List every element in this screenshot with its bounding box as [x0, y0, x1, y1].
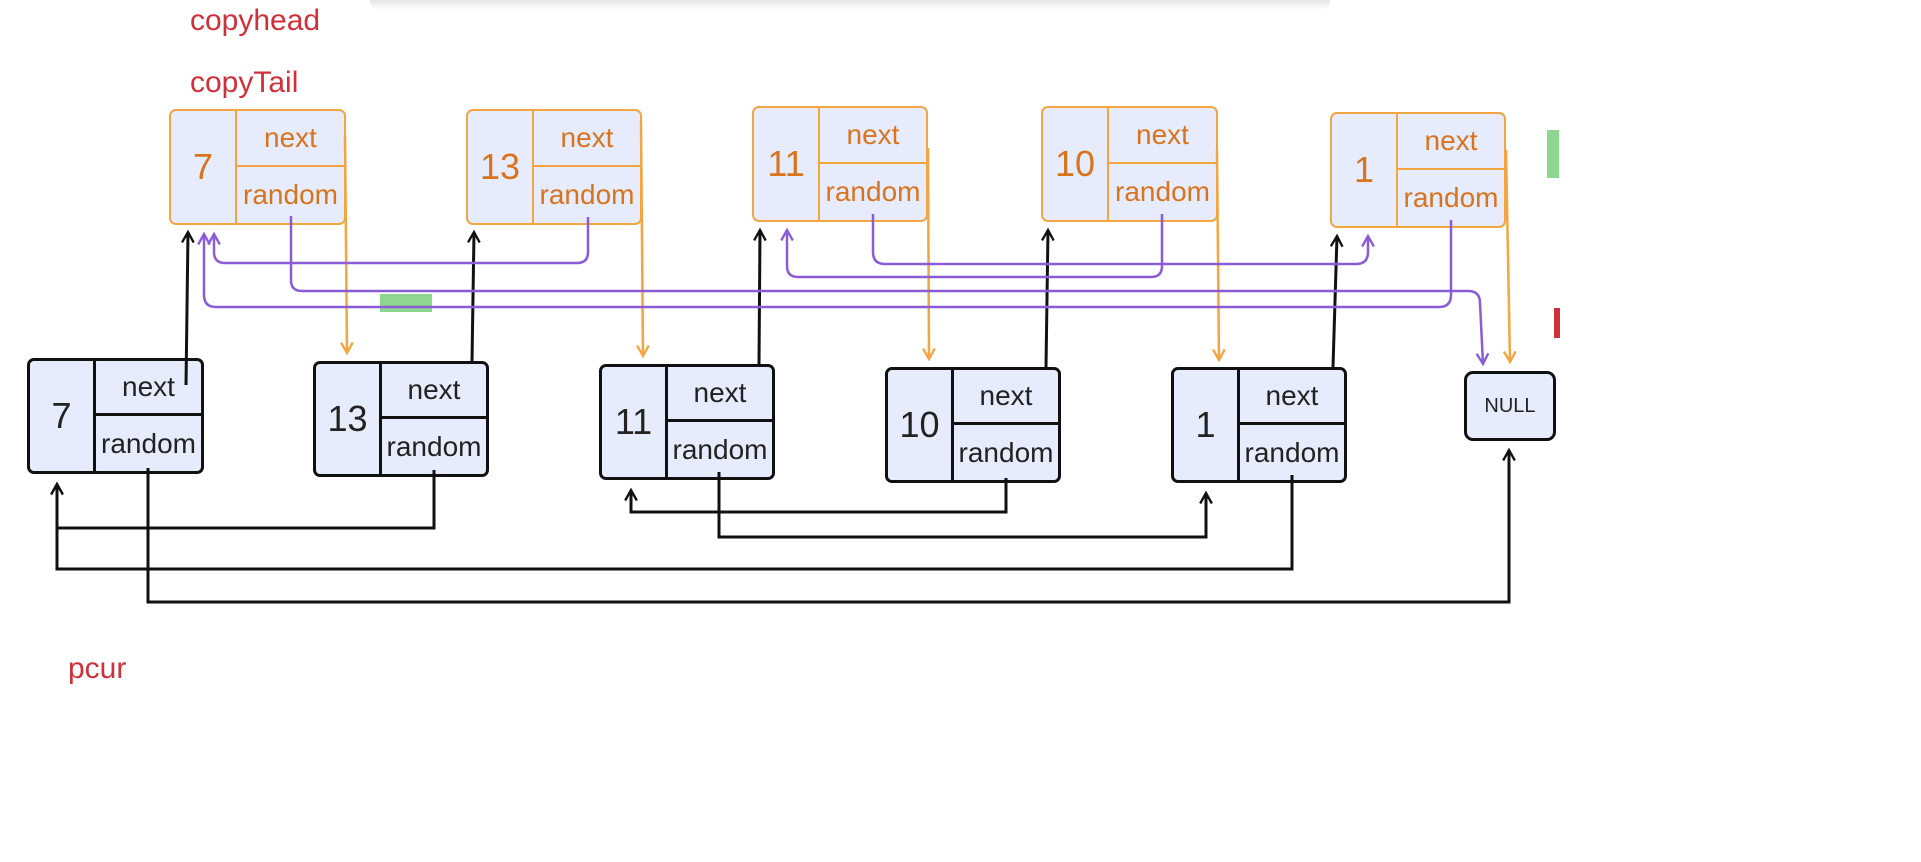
link-copy2-orig3: [641, 121, 643, 356]
link-orig3-copy3: [759, 230, 760, 365]
copy-next-to-original-links: [345, 121, 1510, 362]
original-node-2: 13 next random: [313, 361, 489, 477]
copy-node-value: 7: [171, 111, 237, 223]
random-orig4-to-orig3: [631, 478, 1008, 514]
original-node-1: 7 next random: [27, 358, 204, 474]
original-next-to-copy-links: [186, 230, 1337, 386]
original-node-5: 1 next random: [1171, 367, 1347, 483]
original-node-next-field: next: [96, 361, 201, 416]
copy-node-value: 13: [468, 111, 534, 223]
copyhead-label: copyhead: [190, 4, 321, 37]
null-node: NULL: [1464, 371, 1556, 441]
original-node-random-field: random: [672, 433, 768, 465]
original-node-random-field: random: [1244, 436, 1340, 468]
edge-highlight-mark: [1547, 130, 1559, 178]
random-orig2-to-orig1: [57, 470, 436, 530]
original-node-value: 11: [602, 367, 668, 477]
copy-node-next-field: next: [1109, 108, 1216, 164]
link-copy3-orig4: [928, 147, 929, 359]
link-copy5-null: [1506, 149, 1510, 362]
original-node-next-field: next: [382, 364, 486, 419]
copy-node-random-field: random: [539, 179, 635, 210]
copy-random-links: [204, 214, 1483, 364]
copy-node-value: 11: [754, 108, 820, 220]
copy-node-next-field: next: [1398, 114, 1504, 170]
original-node-value: 10: [888, 370, 954, 480]
original-node-value: 1: [1174, 370, 1240, 480]
original-node-random-field: random: [958, 436, 1054, 468]
copy-node-next-field: next: [237, 111, 344, 167]
random-orig3-to-orig5: [717, 472, 1206, 539]
original-node-4: 10 next random: [885, 367, 1061, 483]
copy-node-random-field: random: [243, 179, 338, 210]
random-copy2-to-copy1: [214, 217, 590, 265]
link-orig2-copy2: [472, 232, 474, 363]
link-orig5-copy5: [1333, 236, 1337, 368]
copy-node-random-field: random: [825, 176, 921, 207]
link-copy1-orig2: [345, 134, 347, 353]
edge-red-mark: [1554, 308, 1560, 338]
original-node-next-field: next: [1240, 370, 1344, 425]
copy-node-next-field: next: [820, 108, 926, 164]
copy-node-value: 10: [1043, 108, 1109, 220]
random-orig1-to-null: [146, 450, 1509, 604]
random-copy3-to-copy5: [871, 214, 1368, 266]
copy-node-value: 1: [1332, 114, 1398, 226]
link-orig1-copy1: [186, 232, 188, 386]
copy-node-4: 10 next random: [1041, 106, 1218, 222]
random-copy1-to-null: [289, 216, 1483, 364]
copy-node-3: 11 next random: [752, 106, 928, 222]
random-orig5-to-orig1: [57, 475, 1294, 571]
copy-node-next-field: next: [534, 111, 640, 167]
random-copy5-to-copy1: [204, 220, 1453, 309]
original-node-next-field: next: [954, 370, 1058, 425]
pcur-label: pcur: [68, 652, 127, 685]
original-node-3: 11 next random: [599, 364, 775, 480]
original-node-random-field: random: [386, 430, 482, 462]
original-node-random-field: random: [101, 427, 196, 459]
copy-node-random-field: random: [1403, 182, 1499, 213]
copy-node-5: 1 next random: [1330, 112, 1506, 228]
original-node-value: 13: [316, 364, 382, 474]
link-orig4-copy4: [1046, 230, 1048, 368]
copy-node-1: 7 next random: [169, 109, 346, 225]
link-copy4-orig5: [1217, 149, 1219, 360]
copy-node-random-field: random: [1115, 176, 1210, 207]
original-node-next-field: next: [668, 367, 772, 422]
original-random-links: [57, 450, 1509, 604]
window-top-shadow: [370, 0, 1330, 10]
copytail-label: copyTail: [190, 66, 299, 99]
random-copy4-to-copy3: [787, 214, 1164, 279]
original-node-value: 7: [30, 361, 96, 471]
